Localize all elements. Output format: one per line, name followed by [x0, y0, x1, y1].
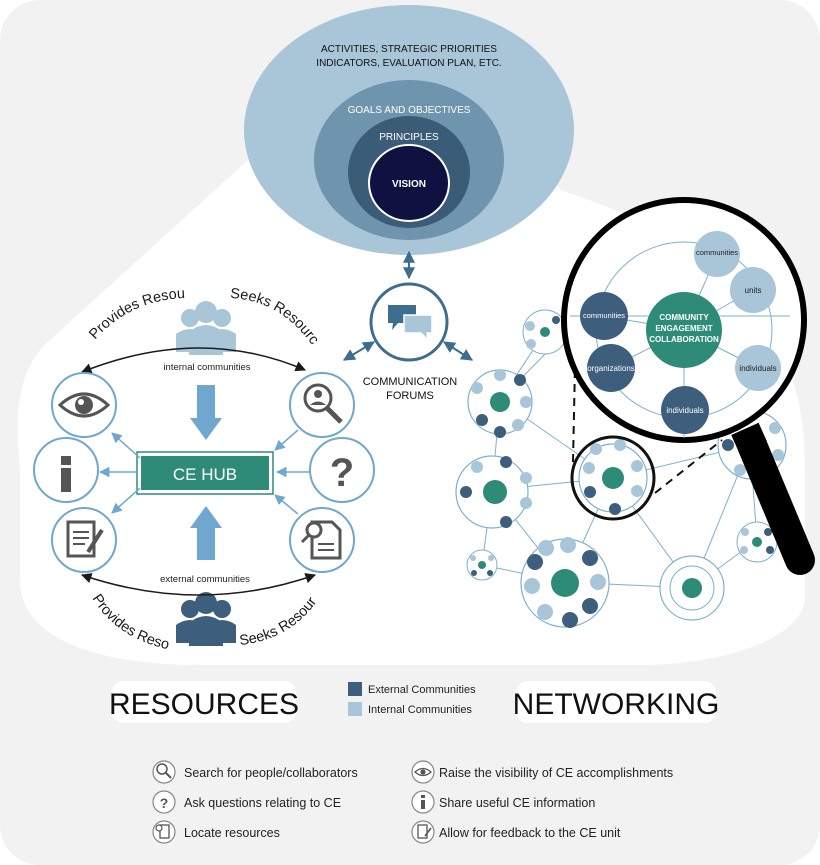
- question-circle: ?: [309, 437, 375, 503]
- key-search-label: Search for people/collaborators: [184, 766, 358, 780]
- icon-key: Search for people/collaborators ? Ask qu…: [152, 760, 673, 844]
- eye-icon: [57, 392, 111, 418]
- cluster-small-bottom: [466, 549, 498, 581]
- zoom-line-right: [654, 439, 723, 494]
- key-ask: ? Ask questions relating to CE: [152, 790, 341, 814]
- ce-hub-box: [139, 454, 271, 492]
- forum-label-line1: COMMUNICATION: [363, 376, 458, 388]
- resources-title-box: [112, 681, 296, 723]
- node-units: [730, 267, 776, 313]
- cluster-b: [455, 455, 532, 529]
- internal-people-icon: [176, 301, 236, 355]
- person-search-icon: [303, 383, 343, 424]
- down-block-arrow: [190, 385, 222, 440]
- oval-activities-label-line2: INDICATORS, EVALUATION PLAN, ETC.: [316, 58, 501, 69]
- networking-title-box: [516, 681, 716, 723]
- node-communities-left-label: communities: [583, 311, 625, 320]
- forum-label-line2: FORUMS: [386, 390, 434, 402]
- visibility-circle: [51, 372, 117, 438]
- key-locate: Locate resources: [152, 820, 280, 844]
- node-individuals-bottom-label: individuals: [666, 406, 703, 415]
- legend-internal-label: Internal Communities: [368, 704, 472, 716]
- ce-collab-line1: COMMUNITY: [659, 313, 709, 322]
- search-people-circle: [289, 372, 355, 438]
- key-visibility-label: Raise the visibility of CE accomplishmen…: [439, 766, 673, 780]
- networking-title: NETWORKING: [513, 688, 720, 721]
- node-communities-top: [694, 231, 740, 277]
- external-communities-label: external communities: [160, 574, 250, 585]
- ce-hub-label: CE HUB: [173, 465, 237, 484]
- node-organizations: [587, 344, 635, 392]
- forum-left-arrow: [342, 341, 376, 361]
- cluster-d: [659, 555, 725, 621]
- cluster-a: [467, 369, 533, 438]
- chat-bubbles-icon: [388, 305, 433, 343]
- key-ask-label: Ask questions relating to CE: [184, 796, 341, 810]
- key-share: Share useful CE information: [411, 790, 595, 814]
- node-organizations-label: organizations: [587, 364, 635, 373]
- document-search-icon: [155, 824, 170, 839]
- node-individuals-bottom: [661, 386, 709, 434]
- cluster-c: [520, 537, 610, 628]
- magnifier: COMMUNITY ENGAGEMENT COLLABORATION commu…: [561, 197, 815, 575]
- legend-external-label: External Communities: [368, 684, 476, 696]
- ce-hub-outline: [136, 451, 274, 495]
- node-communities-top-label: communities: [696, 248, 738, 257]
- ce-collab-line3: COLLABORATION: [649, 335, 719, 344]
- information-circle: [33, 437, 99, 503]
- zoom-line-left: [572, 364, 576, 463]
- node-communities-left: [580, 292, 628, 340]
- oval-principles-label: PRINCIPLES: [379, 132, 439, 143]
- eye-icon: [414, 767, 432, 777]
- highlighted-cluster: [570, 435, 656, 521]
- ce-collab-line2: ENGAGEMENT: [655, 324, 712, 333]
- oval-vision-label: VISION: [392, 179, 426, 190]
- form-edit-icon: [66, 520, 104, 558]
- bottom-exchange-arc: [81, 573, 316, 596]
- oval-goals-label: GOALS AND OBJECTIVES: [348, 105, 471, 116]
- up-block-arrow: [190, 506, 222, 560]
- cluster-small-top: [522, 309, 568, 355]
- question-mark-icon: ?: [330, 451, 354, 495]
- node-individuals-right-label: individuals: [739, 364, 776, 373]
- strategy-ovals: ACTIVITIES, STRATEGIC PRIORITIES INDICAT…: [244, 5, 574, 255]
- communication-forums: COMMUNICATION FORUMS: [342, 282, 474, 402]
- oval-vision: [368, 144, 450, 222]
- feedback-circle: [51, 507, 117, 573]
- question-mark-icon: ?: [160, 795, 169, 811]
- node-units-label: units: [745, 286, 762, 295]
- legend-internal-swatch: [348, 702, 362, 716]
- form-edit-icon: [417, 824, 432, 839]
- ce-collaboration-node: [646, 292, 722, 368]
- key-visibility: Raise the visibility of CE accomplishmen…: [411, 760, 673, 784]
- locate-resources-circle: [289, 507, 355, 573]
- oval-activities-label: ACTIVITIES, STRATEGIC PRIORITIES: [321, 44, 497, 55]
- forum-right-arrow: [442, 341, 474, 361]
- external-people-icon: [176, 592, 236, 646]
- network-diagram: [455, 297, 787, 628]
- legend-external-swatch: [348, 682, 362, 696]
- info-icon: [421, 795, 425, 809]
- node-individuals-right: [735, 345, 781, 391]
- key-share-label: Share useful CE information: [439, 796, 595, 810]
- document-search-icon: [300, 520, 342, 560]
- resources-title: RESOURCES: [109, 688, 299, 721]
- internal-communities-label: internal communities: [163, 362, 250, 373]
- key-feedback-label: Allow for feedback to the CE unit: [439, 826, 621, 840]
- top-exchange-arc: [81, 347, 306, 374]
- key-search: Search for people/collaborators: [152, 760, 358, 784]
- key-feedback: Allow for feedback to the CE unit: [411, 820, 621, 844]
- info-icon: [61, 456, 71, 492]
- magnifier-handle: [737, 430, 815, 575]
- key-locate-label: Locate resources: [184, 826, 280, 840]
- person-search-icon: [156, 763, 172, 779]
- legend: External Communities Internal Communitie…: [348, 682, 476, 716]
